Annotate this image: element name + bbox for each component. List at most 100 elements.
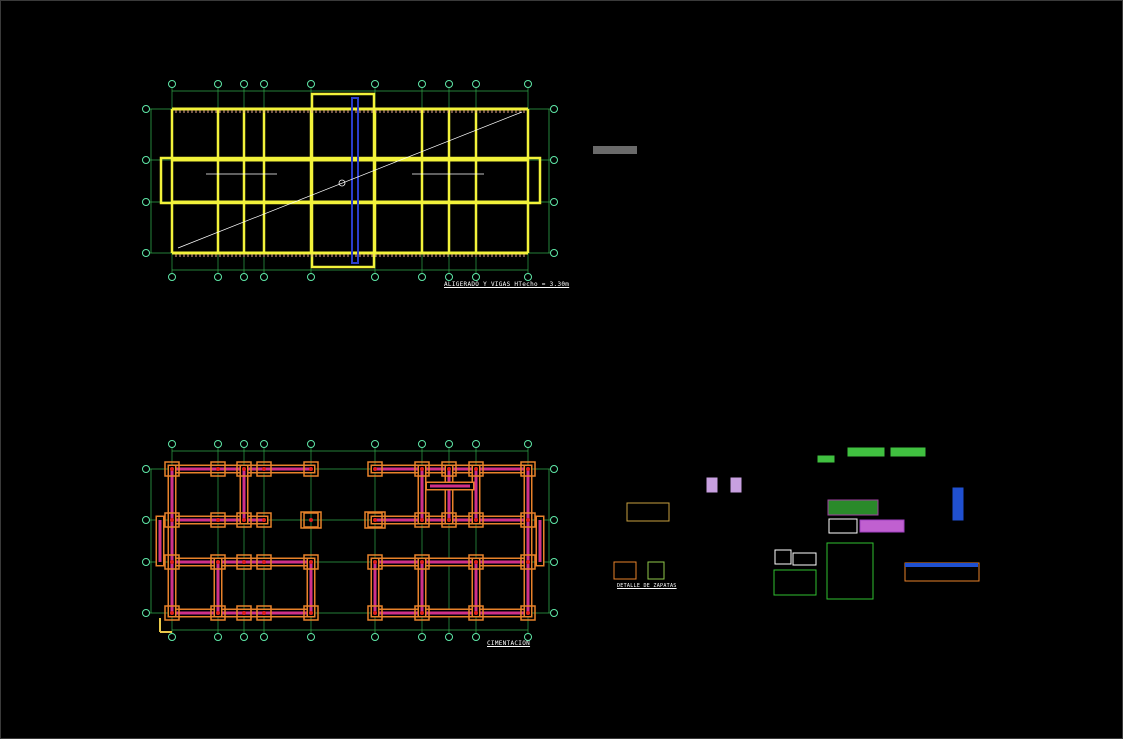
grid-bubble [142,249,150,257]
column [170,518,174,522]
grid-bubble [550,198,558,206]
column [447,467,451,471]
grid-bubble [240,273,248,281]
column [170,467,174,471]
column [170,611,174,615]
beam-detail-1 [817,455,835,463]
footing [414,605,430,621]
beam-band [159,156,542,205]
general-notes-box [826,542,874,600]
grid-bubble [418,440,426,448]
footing [256,461,272,477]
foundation-plan-title: CIMENTACION [487,640,531,647]
grid-bubble [168,633,176,641]
roof-plan-title: ALIGERADO Y VIGAS HTecho = 3.30m [444,281,570,288]
column [170,560,174,564]
grid-bubble [445,633,453,641]
footing [367,512,383,528]
column [474,560,478,564]
column [309,611,313,615]
grid-bubble [260,80,268,88]
grid-bubble [550,558,558,566]
column [216,467,220,471]
grid-bubble [260,440,268,448]
footing [520,512,536,528]
footing [468,512,484,528]
grid-bubble [371,633,379,641]
grid-bubble [214,80,222,88]
footing [367,605,383,621]
column [262,467,266,471]
grid-bubble [214,633,222,641]
grid-bubble [142,558,150,566]
footing [303,554,319,570]
column [309,467,313,471]
stair-opening [310,92,376,269]
footing [520,461,536,477]
footing [256,512,272,528]
column [373,560,377,564]
column [309,560,313,564]
grid-bubble [142,609,150,617]
stirrup-detail [859,519,905,533]
column [373,467,377,471]
grid-bubble [445,80,453,88]
legend-block [593,146,637,154]
grid-bubble [445,440,453,448]
grid-bubble [260,633,268,641]
grid-bubble [142,156,150,164]
footing [367,461,383,477]
grid-bubble [418,273,426,281]
footing-section-detail [626,502,670,522]
grid-bubble [240,440,248,448]
grid-bubble [550,156,558,164]
grid-bubble [168,273,176,281]
grid-bubble [307,440,315,448]
grid-bubble [142,516,150,524]
grid-bubble [307,633,315,641]
grid-bubble [445,273,453,281]
grid-bubble [142,105,150,113]
grid-bubble [418,80,426,88]
isolated-footing [364,511,386,529]
footing [236,461,252,477]
footing [164,512,180,528]
footing [414,461,430,477]
grid-bubble [168,80,176,88]
footing [520,554,536,570]
footing [303,461,319,477]
column [242,611,246,615]
column [373,518,377,522]
column [420,611,424,615]
column [262,560,266,564]
schedule-table [828,518,858,534]
footing [414,512,430,528]
footing [468,554,484,570]
column [420,518,424,522]
footing [164,461,180,477]
footing [256,605,272,621]
footing [468,461,484,477]
column [526,560,530,564]
grid-bubble [472,633,480,641]
column [474,518,478,522]
grid-bubble [524,440,532,448]
section-cut-line [177,111,523,249]
footing [367,554,383,570]
footing [468,605,484,621]
footing [303,512,319,528]
footing [441,512,457,528]
rebar-table [827,499,879,516]
grid-bubble [214,273,222,281]
footing [441,461,457,477]
footing [236,554,252,570]
footing [164,605,180,621]
grid-bubble [550,105,558,113]
grid-bubble [418,633,426,641]
grid-bubble [550,609,558,617]
grid-bubble [371,80,379,88]
column [420,560,424,564]
column [216,560,220,564]
grid-bubble [524,80,532,88]
